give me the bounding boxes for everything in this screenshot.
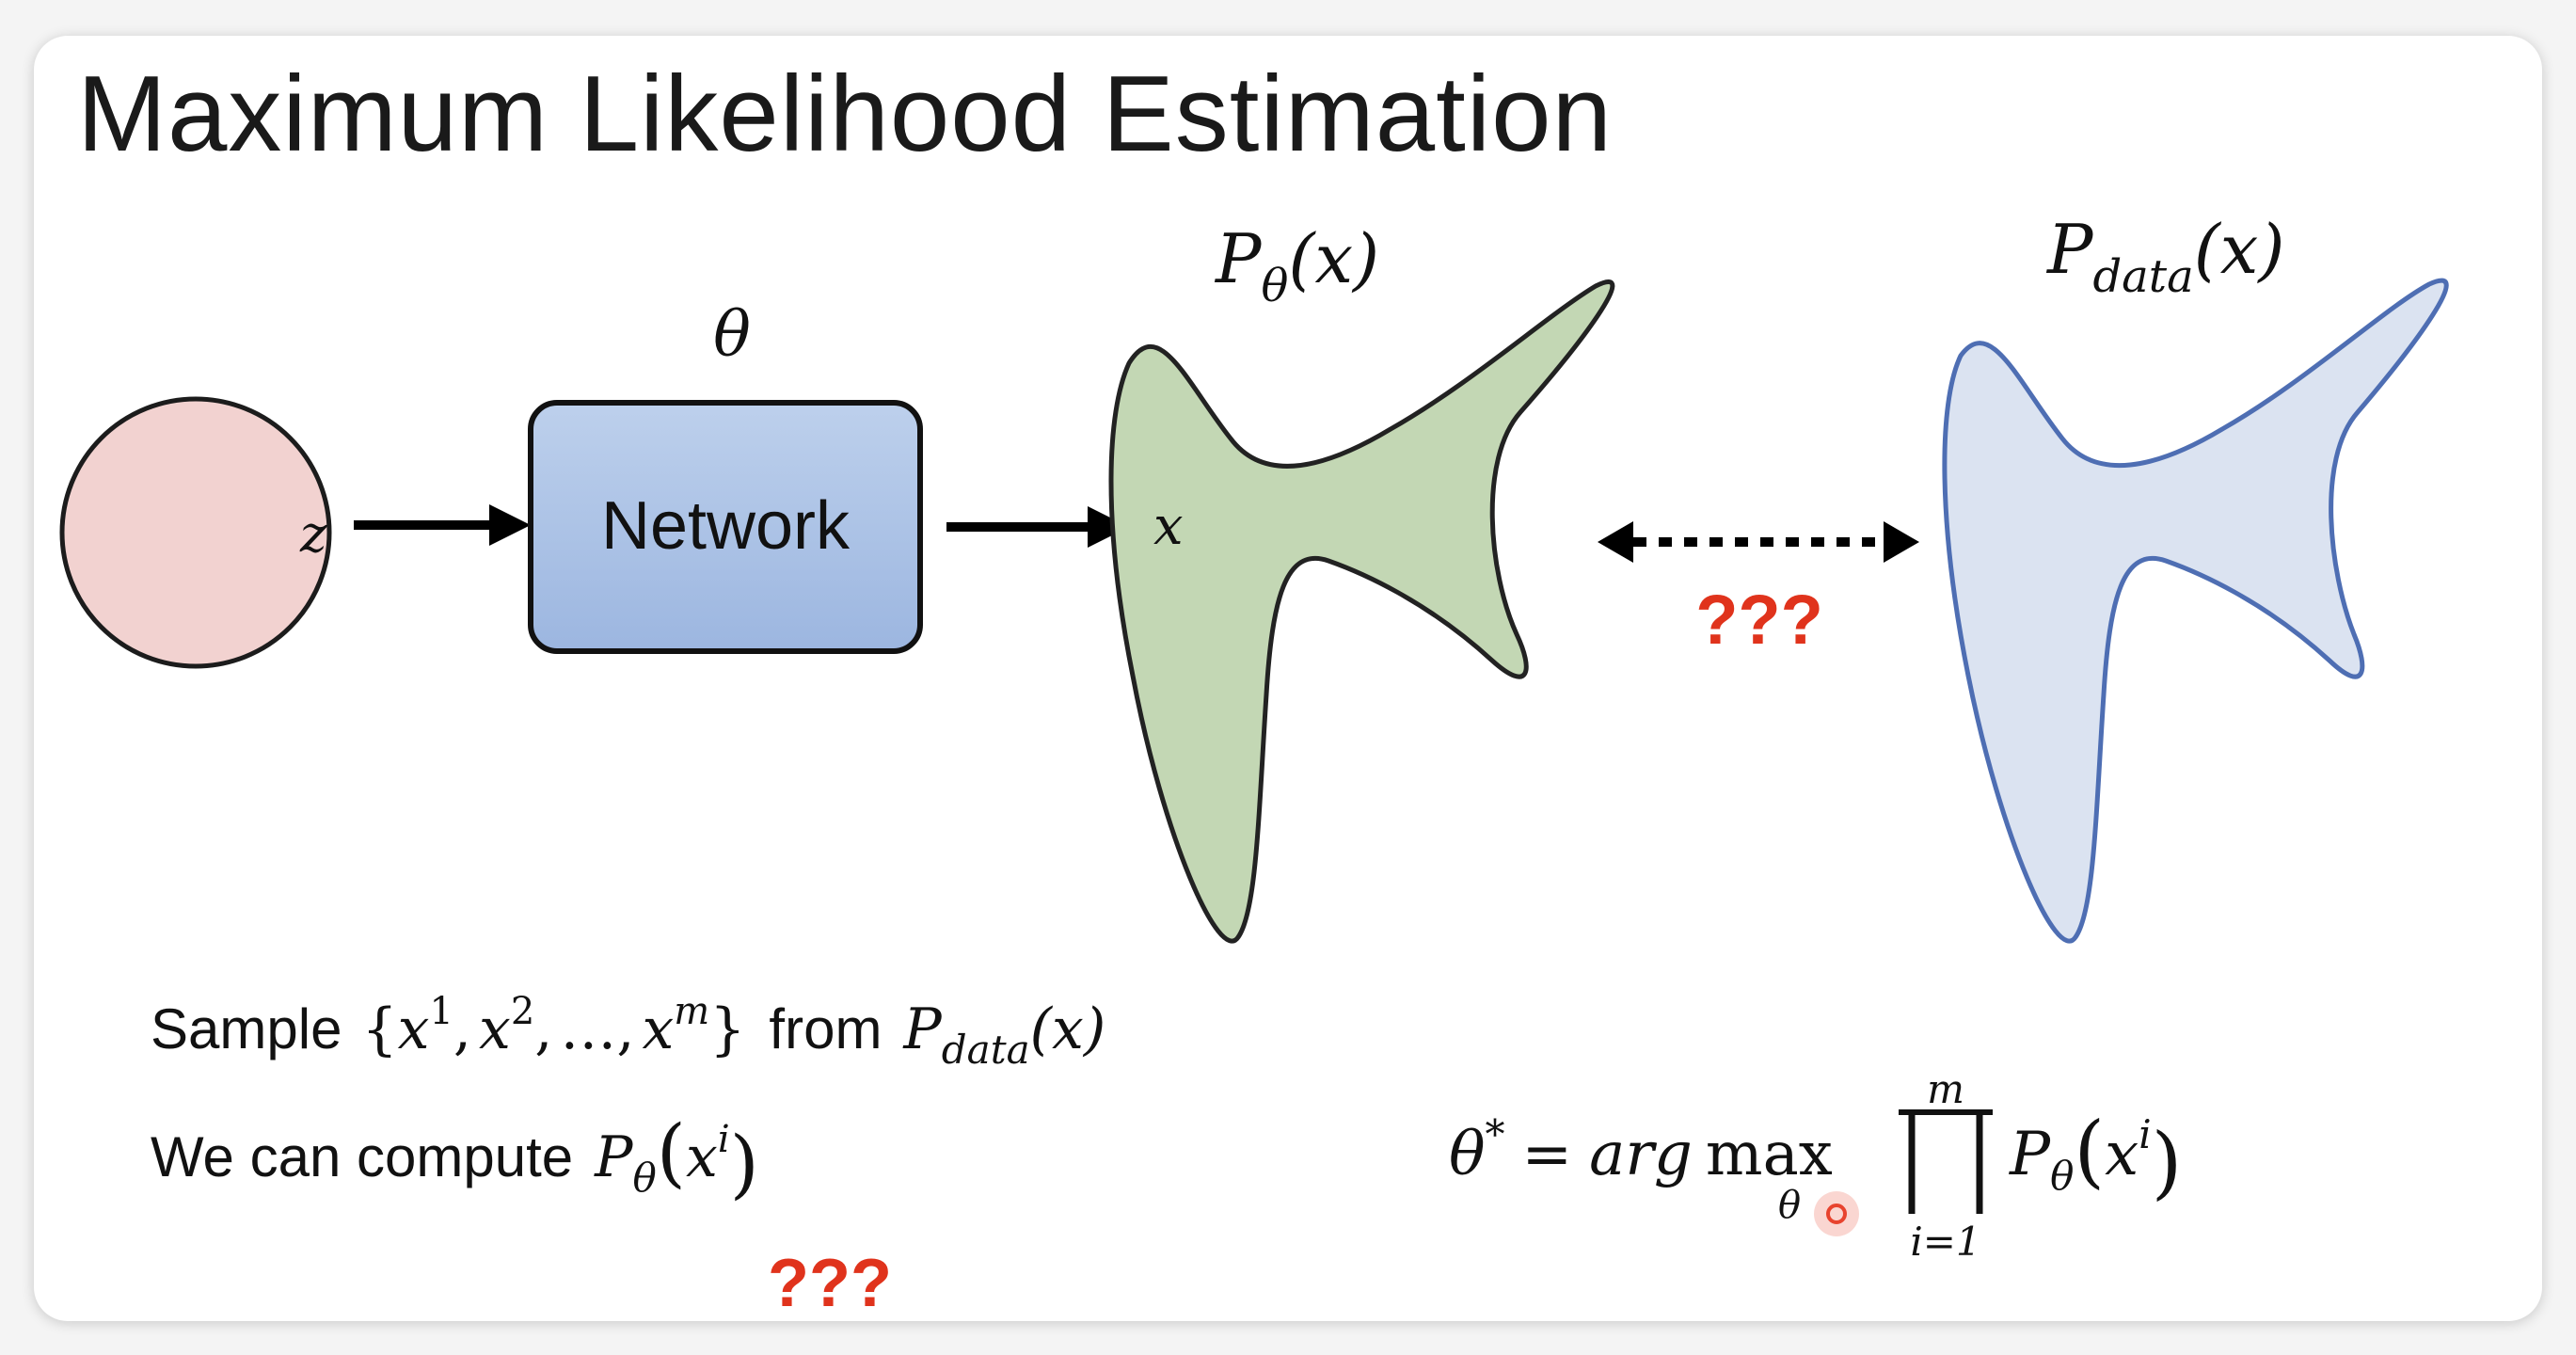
- formula-max-sub: θ: [1778, 1184, 1801, 1227]
- data-dist-sub: data: [2092, 250, 2193, 303]
- formula-x: x: [2105, 1120, 2139, 1189]
- latent-circle: [59, 396, 332, 669]
- comparison-question-mark: ???: [1695, 581, 1823, 659]
- diagram-canvas: z θ Network x Pθ(x) ???: [59, 210, 2449, 1321]
- formula-upper-bound: m: [1927, 1066, 1964, 1112]
- model-distribution-shape: [1108, 279, 1615, 944]
- compute-question-mark: ???: [768, 1246, 892, 1321]
- data-dist-arg: (x): [2194, 210, 2285, 289]
- formula-star: *: [1486, 1111, 1505, 1157]
- arrow-to-network: [354, 504, 531, 546]
- model-point-label: x: [1153, 496, 1184, 557]
- formula-arg: arg: [1589, 1120, 1693, 1189]
- formula-theta: θ: [1449, 1120, 1486, 1189]
- cursor-indicator-icon: [1814, 1191, 1859, 1236]
- compute-line: We can compute Pθ(xi): [151, 1108, 759, 1207]
- formula-p-sub: θ: [2050, 1153, 2074, 1199]
- arrow-to-model: [946, 506, 1129, 548]
- model-distribution-label: Pθ(x): [1214, 219, 1379, 312]
- formula-p: P: [2009, 1120, 2051, 1189]
- network-label: Network: [601, 488, 851, 564]
- model-dist-p: P: [1214, 219, 1263, 298]
- sample-line: Sample {x1,x2,…,xm} from Pdata(x): [151, 990, 1105, 1073]
- model-dist-sub: θ: [1261, 260, 1288, 312]
- network-box: [528, 400, 923, 654]
- data-dist-p: P: [2045, 210, 2094, 289]
- latent-var-label: z: [299, 504, 327, 564]
- formula-rparen: ): [2152, 1116, 2183, 1208]
- svg-text:Pθ(xi): Pθ(xi): [2009, 1105, 2182, 1208]
- comparison-arrow: [1598, 521, 1919, 563]
- formula-sup-i: i: [2139, 1111, 2151, 1157]
- slide: Maximum Likelihood Estimation z θ Networ…: [34, 36, 2542, 1321]
- formula-max: max: [1706, 1120, 1833, 1189]
- formula-equals: =: [1522, 1120, 1573, 1189]
- data-distribution-label: Pdata(x): [2045, 210, 2285, 303]
- model-dist-arg: (x): [1288, 219, 1379, 298]
- slide-title: Maximum Likelihood Estimation: [77, 55, 1613, 174]
- formula-lparen: (: [2074, 1105, 2105, 1197]
- product-operator-icon: [1899, 1109, 1993, 1214]
- formula-lower-bound: i=1: [1910, 1219, 1980, 1265]
- data-distribution-shape: [1942, 278, 2449, 944]
- network-param-label: θ: [713, 298, 751, 371]
